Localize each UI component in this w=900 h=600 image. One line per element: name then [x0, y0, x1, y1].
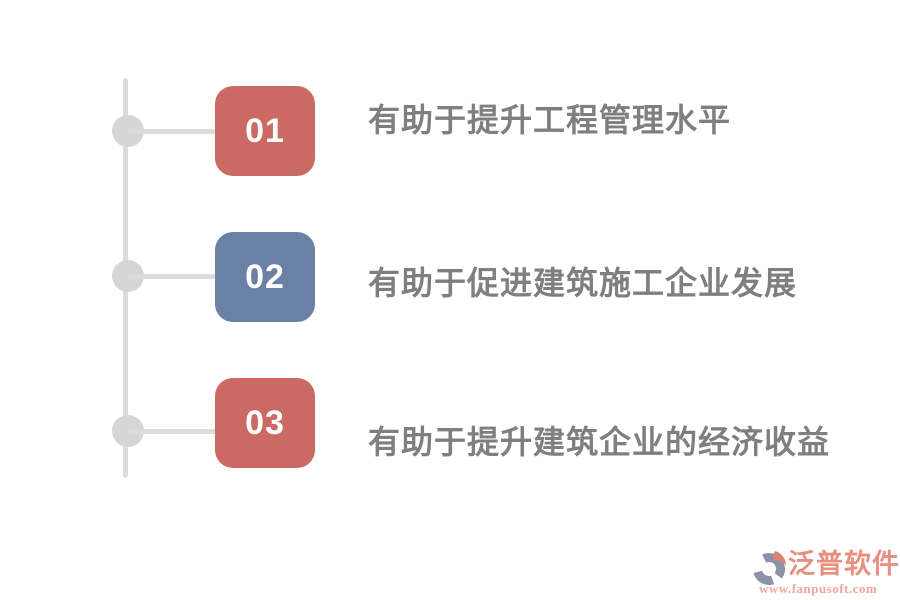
footer-logo-row: 泛普软件: [752, 549, 899, 586]
timeline-connector-2: [128, 274, 216, 279]
step-number-2: 02: [245, 257, 285, 296]
brand-website: www.fanpusoft.com: [759, 581, 878, 596]
brand-name: 泛普软件: [788, 549, 900, 579]
step-number-1: 01: [245, 111, 285, 150]
step-number-box-2: 02: [215, 232, 315, 322]
fanpu-swirl-icon: [753, 551, 786, 585]
step-label-1: 有助于提升工程管理水平: [368, 102, 732, 138]
step-label-3: 有助于提升建筑企业的经济收益: [368, 424, 831, 460]
step-number-box-1: 01: [215, 86, 315, 176]
timeline-connector-1: [128, 129, 216, 134]
step-number-box-3: 03: [215, 378, 315, 468]
timeline-connector-3: [128, 429, 216, 434]
step-label-2: 有助于促进建筑施工企业发展: [368, 265, 798, 301]
footer-logo: 泛普软件 www.fanpusoft.com: [752, 549, 899, 597]
step-number-3: 03: [245, 403, 285, 442]
